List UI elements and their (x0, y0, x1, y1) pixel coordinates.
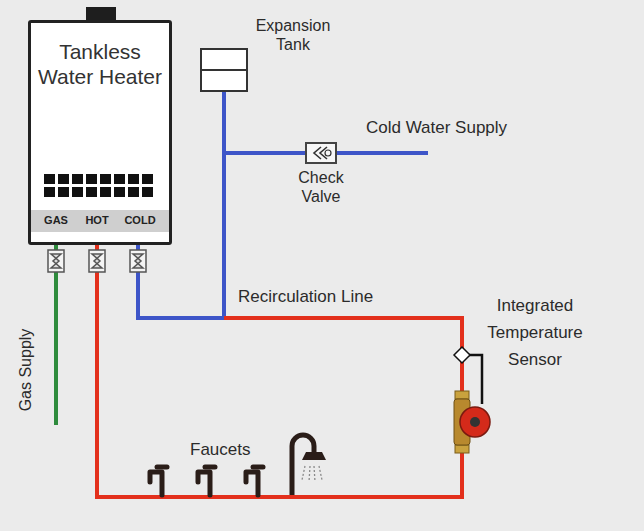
temperature-sensor-symbol (454, 347, 470, 363)
pipe-label: Recirculation Line (238, 287, 373, 307)
display-square (86, 187, 97, 197)
tank-divider (202, 50, 246, 90)
port-label: COLD (124, 214, 155, 226)
node-label: Check Valve (288, 168, 354, 206)
display-square (114, 187, 125, 197)
sensor-label: Integrated Temperature Sensor (470, 292, 600, 373)
display-square (128, 174, 139, 184)
sensor-wire (468, 355, 482, 404)
shutoff-valves (48, 250, 146, 272)
display-square (128, 187, 139, 197)
hot-recirculation-pipe (97, 245, 462, 497)
fixture-label: Faucets (190, 440, 250, 460)
water-heater-box: Tankless Water Heater (28, 20, 172, 245)
circulation-pump (454, 391, 490, 453)
node-label: Expansion Tank (252, 16, 334, 54)
port-label: GAS (44, 214, 68, 226)
pipe-label: Cold Water Supply (366, 118, 507, 138)
heater-body (28, 20, 172, 245)
heater-port-strip (31, 210, 169, 232)
display-square (142, 174, 153, 184)
display-square (100, 187, 111, 197)
pipe-label: Gas Supply (17, 329, 35, 412)
display-square (58, 187, 69, 197)
heater-display (44, 174, 153, 197)
display-square (44, 174, 55, 184)
display-square (114, 174, 125, 184)
display-square (100, 174, 111, 184)
heater-cap (86, 7, 116, 21)
check-valve-symbol (307, 144, 335, 162)
node-label: Tankless Water Heater (31, 23, 169, 89)
expansion-tank: Expansion Tank (200, 48, 248, 92)
check-valve: Check Valve (305, 142, 337, 164)
faucets (150, 467, 263, 495)
port-label: HOT (85, 214, 108, 226)
display-square (44, 187, 55, 197)
shower (292, 435, 326, 495)
display-square (86, 174, 97, 184)
display-square (142, 187, 153, 197)
display-square (72, 174, 83, 184)
display-square (58, 174, 69, 184)
display-square (72, 187, 83, 197)
cold-supply-pipe (337, 151, 428, 155)
